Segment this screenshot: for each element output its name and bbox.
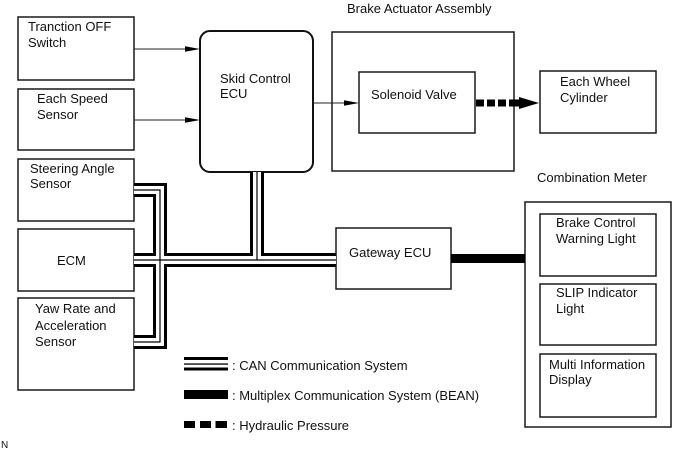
brake-control-warning-light-label: Brake Control Warning Light [556,215,639,246]
legend-label-multiplex: : Multiplex Communication System (BEAN) [232,388,479,403]
label-line: Cylinder [560,90,608,105]
label-line: Yaw Rate and [35,301,116,316]
each-speed-sensor-label: Each Speed Sensor [37,91,111,122]
arrow-skid-ecu-to-solenoid [313,100,359,106]
label-line: Acceleration [35,318,107,333]
label-line: ECU [220,86,247,101]
skid-control-ecu-box [199,30,314,173]
yaw-rate-acceleration-sensor-label: Yaw Rate and Acceleration Sensor [35,301,119,349]
label-line: Sensor [35,334,77,349]
legend-item-hydraulic: : Hydraulic Pressure [184,418,349,433]
brake-actuator-assembly-label: Brake Actuator Assembly [347,1,492,16]
multi-information-display: Multi Information Display [539,353,657,418]
traction-off-switch-label: Tranction OFF Switch [28,19,115,50]
label-line: Each Speed [37,91,108,106]
label-line: Switch [28,35,66,50]
each-wheel-cylinder-box [539,70,657,134]
swatch-dash [184,421,195,428]
hydraulic-dash [498,99,506,107]
skid-control-ecu-label: Skid Control ECU [220,71,294,101]
solenoid-valve-box [358,71,476,134]
each-speed-sensor: Each Speed Sensor [17,88,135,151]
brake-control-warning-light: Brake Control Warning Light [539,213,657,277]
gateway-ecu-label: Gateway ECU [349,245,431,260]
ecm-label: ECM [57,253,86,268]
legend-item-multiplex: : Multiplex Communication System (BEAN) [184,388,479,403]
swatch-dash [200,421,211,428]
label-line: Tranction OFF [28,19,111,34]
can-bus-core [134,172,336,343]
ecm-box [17,228,135,292]
swatch-bar [184,357,228,360]
label-line: Display [549,372,592,387]
solenoid-valve-label: Solenoid Valve [371,87,457,102]
steering-angle-sensor-box [17,158,135,222]
swatch-bar [184,363,228,365]
multiplex-line-gateway-to-meter [451,254,525,263]
label-line: SLIP Indicator [556,285,638,300]
label-line: Warning Light [556,231,636,246]
label-line: Light [556,301,585,316]
ecm: ECM [17,228,135,292]
arrowhead-icon [185,46,200,52]
gateway-ecu: Gateway ECU [335,227,452,290]
corner-mark: N [1,440,8,449]
hydraulic-dash [476,99,484,107]
slip-indicator-light-label: SLIP Indicator Light [556,285,641,316]
each-wheel-cylinder: Each Wheel Cylinder [539,70,657,134]
steering-angle-sensor-label: Steering Angle Sensor [30,161,118,191]
traction-off-switch-box [17,16,135,81]
label-line: Multi Information [549,357,645,372]
each-wheel-cylinder-label: Each Wheel Cylinder [560,74,634,105]
yaw-rate-acceleration-sensor: Yaw Rate and Acceleration Sensor [17,297,135,391]
traction-off-switch: Tranction OFF Switch [17,16,135,81]
legend: : CAN Communication System : Multiplex C… [184,357,479,433]
arrow-traction-to-skid-ecu [134,46,200,52]
arrow-speed-to-skid-ecu [134,117,200,123]
yaw-rate-acceleration-sensor-box [17,297,135,391]
slip-indicator-light-box [539,283,657,346]
label-line: Sensor [30,176,72,191]
hydraulic-arrow-solenoid-to-wheel [476,97,539,109]
can-line-swatch-icon [184,357,228,371]
solenoid-valve: Solenoid Valve [358,71,476,134]
legend-label-hydraulic: : Hydraulic Pressure [232,418,349,433]
combination-meter-label: Combination Meter [537,170,647,185]
multi-information-display-label: Multi Information Display [549,357,649,387]
label-line: Sensor [37,107,79,122]
arrowhead-icon [519,97,539,109]
label-line: Each Wheel [560,74,630,89]
legend-label-can: : CAN Communication System [232,358,408,373]
label-line: Brake Control [556,215,636,230]
hydraulic-line-swatch-icon [184,421,227,428]
label-line: Steering Angle [30,161,115,176]
hydraulic-dash [487,99,495,107]
label-line: Skid Control [220,71,291,86]
skid-control-ecu: Skid Control ECU [199,30,314,173]
multi-information-display-box [539,353,657,418]
each-speed-sensor-box [17,88,135,151]
steering-angle-sensor: Steering Angle Sensor [17,158,135,222]
swatch-bar [184,367,228,371]
legend-item-can: : CAN Communication System [184,357,408,373]
brake-control-warning-light-box [539,213,657,277]
gateway-ecu-box [335,227,452,290]
arrowhead-icon [185,117,200,123]
slip-indicator-light: SLIP Indicator Light [539,283,657,346]
can-bus-sensors-branch [134,189,161,343]
can-bus [134,172,336,349]
multiplex-line-swatch-icon [184,390,228,399]
arrowhead-icon [344,100,359,106]
swatch-dash [215,421,227,428]
hydraulic-dash [509,99,519,107]
